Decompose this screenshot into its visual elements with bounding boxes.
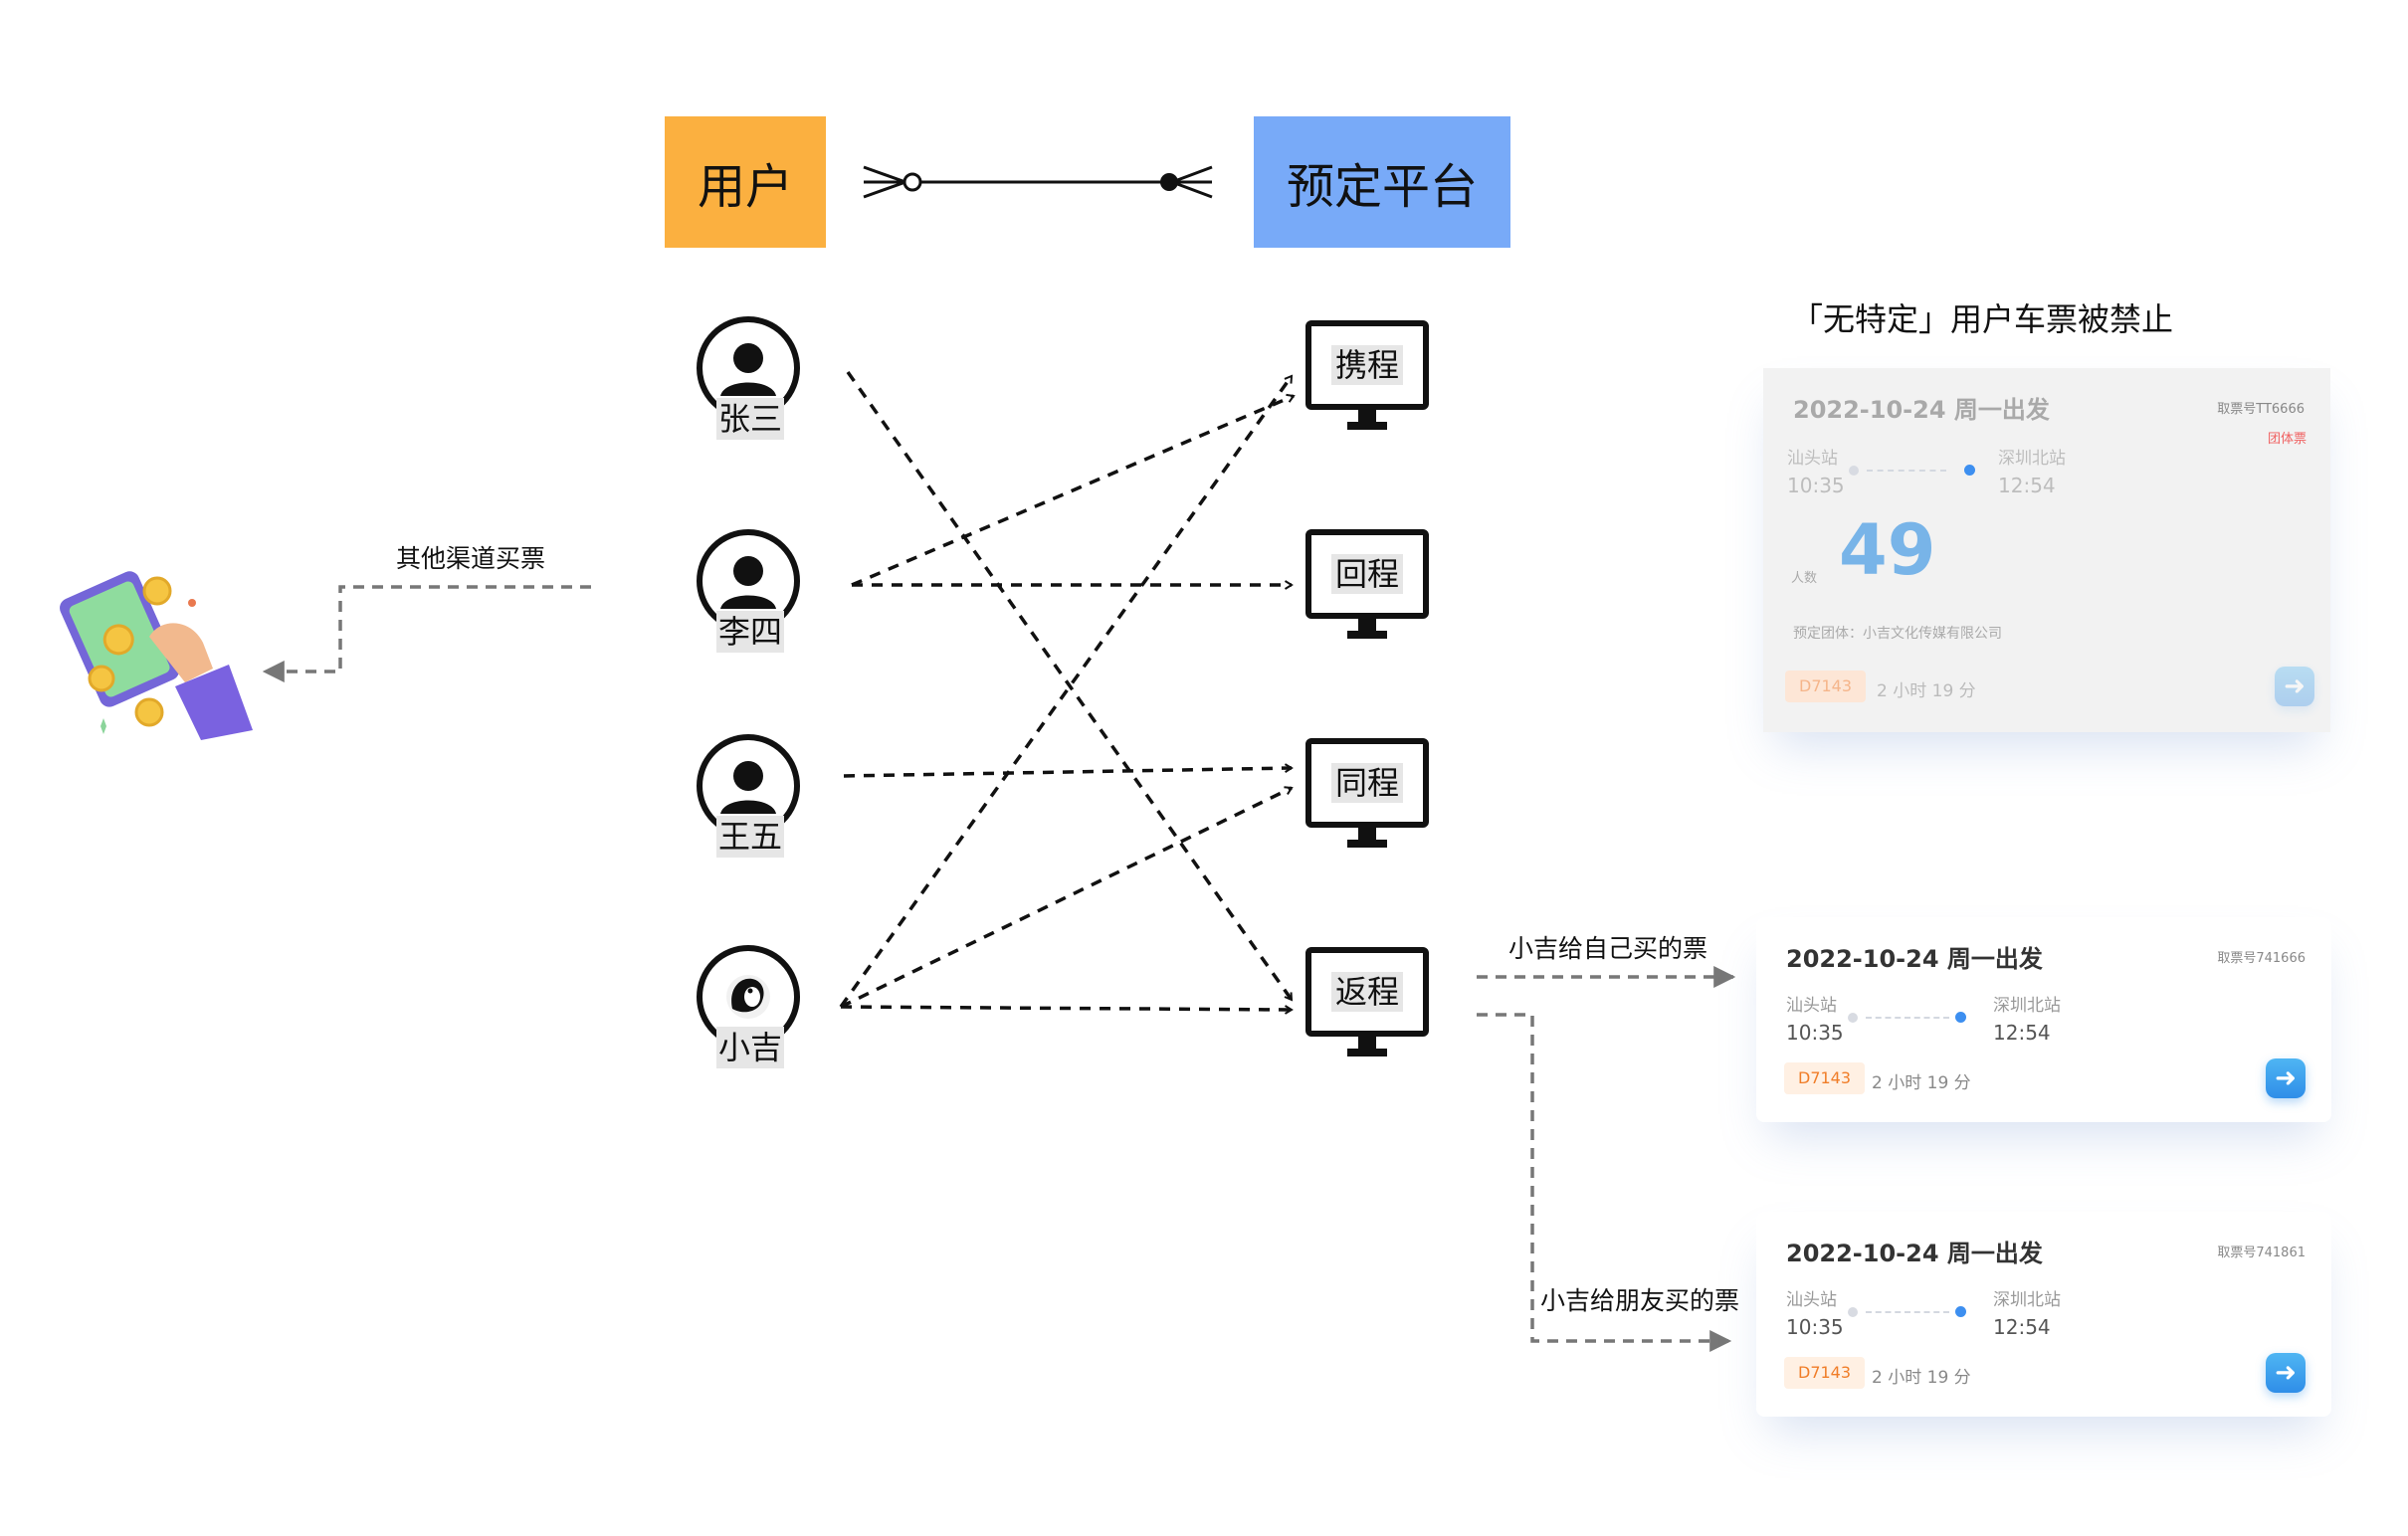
platform-xiecheng-label: 携程 [1330, 345, 1403, 385]
from-station: 汕头站 [1786, 996, 1837, 1016]
trip-duration: 2 小时 19 分 [1872, 1073, 1971, 1093]
monitor-stand [1358, 410, 1376, 424]
platform-huicheng-monitor: 回程 [1305, 529, 1429, 619]
edge-wangwu-tongcheng [843, 763, 1294, 778]
depart-time: 10:35 [1787, 474, 1845, 497]
to-station: 深圳北站 [1993, 1290, 2061, 1310]
platform-fancheng-label: 返程 [1330, 972, 1403, 1012]
flow-friend-ticket [1477, 1013, 1732, 1352]
booking-group: 预定团体：小吉文化传媒有限公司 [1793, 626, 2002, 642]
arrow-right-icon: ➜ [2275, 1063, 2297, 1093]
monitor-base [1347, 422, 1387, 430]
self-ticket-card[interactable]: 2022-10-24 周一出发 取票号741666 汕头站 10:35 深圳北站… [1756, 917, 2331, 1122]
user-zhangsan-label: 张三 [716, 398, 785, 440]
edge-group [839, 370, 1296, 1015]
arrive-time: 12:54 [1993, 1021, 2051, 1045]
to-station: 深圳北站 [1998, 449, 2066, 469]
flow-other-channel [262, 585, 591, 682]
monitor-base [1347, 631, 1387, 639]
person-icon [720, 761, 776, 814]
ticket-date: 2022-10-24 周一出发 [1786, 1240, 2043, 1267]
ticket-detail-button[interactable]: ➜ [2266, 1353, 2306, 1393]
ticket-code: 取票号TT6666 [2217, 402, 2305, 417]
monitor-stand [1358, 619, 1376, 633]
arrive-time: 12:54 [1998, 474, 2056, 497]
edge-xiaoji-xiecheng [839, 374, 1294, 1009]
relation-line [863, 165, 1213, 199]
to-station: 深圳北站 [1993, 996, 2061, 1016]
monitor-stand [1358, 828, 1376, 842]
banned-ticket-card: 2022-10-24 周一出发 取票号TT6666 团体票 汕头站 10:35 … [1763, 368, 2330, 732]
arrow-right-icon: ➜ [2275, 1358, 2297, 1388]
monitor-stand [1358, 1037, 1376, 1051]
route-start-dot [1848, 1307, 1858, 1317]
trip-duration: 2 小时 19 分 [1872, 1368, 1971, 1388]
ticket-code: 取票号741666 [2217, 951, 2306, 966]
route-end-dot [1955, 1306, 1966, 1317]
edge-xiaoji-tongcheng [840, 786, 1294, 1009]
from-station: 汕头站 [1786, 1290, 1837, 1310]
penguin-avatar-icon [726, 975, 770, 1019]
monitor-base [1347, 1049, 1387, 1056]
train-number: D7143 [1784, 1062, 1866, 1094]
passenger-count-label: 人数 [1791, 571, 1818, 586]
user-entity-box: 用户 [665, 116, 826, 248]
platform-xiecheng-monitor: 携程 [1305, 320, 1429, 410]
ticket-date: 2022-10-24 周一出发 [1793, 396, 2050, 424]
route-line [1866, 1017, 1949, 1019]
person-icon [720, 556, 776, 609]
ticket-detail-button: ➜ [2275, 667, 2314, 706]
friend-ticket-card[interactable]: 2022-10-24 周一出发 取票号741861 汕头站 10:35 深圳北站… [1756, 1212, 2331, 1417]
from-station: 汕头站 [1787, 449, 1838, 469]
user-wangwu-label: 王五 [716, 816, 785, 858]
edge-zhangsan-fancheng [846, 370, 1294, 1002]
friend-ticket-label: 小吉给朋友买的票 [1540, 1286, 1740, 1315]
banned-title: 「无特定」用户车票被禁止 [1791, 300, 2174, 338]
ticket-date: 2022-10-24 周一出发 [1786, 945, 2043, 973]
route-end-dot [1955, 1012, 1966, 1023]
edge-lisi-xiecheng [851, 393, 1296, 587]
route-start-dot [1848, 1013, 1858, 1023]
ticket-code: 取票号741861 [2217, 1246, 2306, 1260]
route-line [1866, 1311, 1949, 1313]
platform-huicheng-label: 回程 [1330, 554, 1403, 594]
arrive-time: 12:54 [1993, 1315, 2051, 1339]
ticket-detail-button[interactable]: ➜ [2266, 1058, 2306, 1098]
user-entity-label: 用户 [697, 159, 793, 215]
route-line [1867, 470, 1946, 472]
edge-xiaoji-fancheng [840, 1005, 1294, 1015]
platform-entity-label: 预定平台 [1286, 159, 1478, 215]
self-ticket-label: 小吉给自己买的票 [1508, 934, 1708, 963]
depart-time: 10:35 [1786, 1315, 1844, 1339]
group-ticket-badge: 团体票 [2267, 432, 2307, 447]
trip-duration: 2 小时 19 分 [1877, 681, 1976, 701]
user-lisi-label: 李四 [716, 611, 785, 653]
person-icon [720, 343, 776, 396]
depart-time: 10:35 [1786, 1021, 1844, 1045]
arrow-right-icon: ➜ [2284, 672, 2306, 701]
route-start-dot [1849, 466, 1859, 476]
platform-tongcheng-monitor: 同程 [1305, 738, 1429, 828]
train-number: D7143 [1784, 1357, 1866, 1389]
platform-entity-box: 预定平台 [1254, 116, 1510, 248]
hand-money-icon [60, 571, 253, 740]
route-end-dot [1964, 465, 1975, 476]
platform-fancheng-monitor: 返程 [1305, 947, 1429, 1037]
platform-tongcheng-label: 同程 [1330, 763, 1403, 803]
other-channel-label: 其他渠道买票 [396, 544, 546, 573]
user-xiaoji-label: 小吉 [716, 1027, 785, 1068]
passenger-count: 49 [1839, 509, 1936, 591]
monitor-base [1347, 840, 1387, 848]
train-number: D7143 [1785, 671, 1867, 702]
